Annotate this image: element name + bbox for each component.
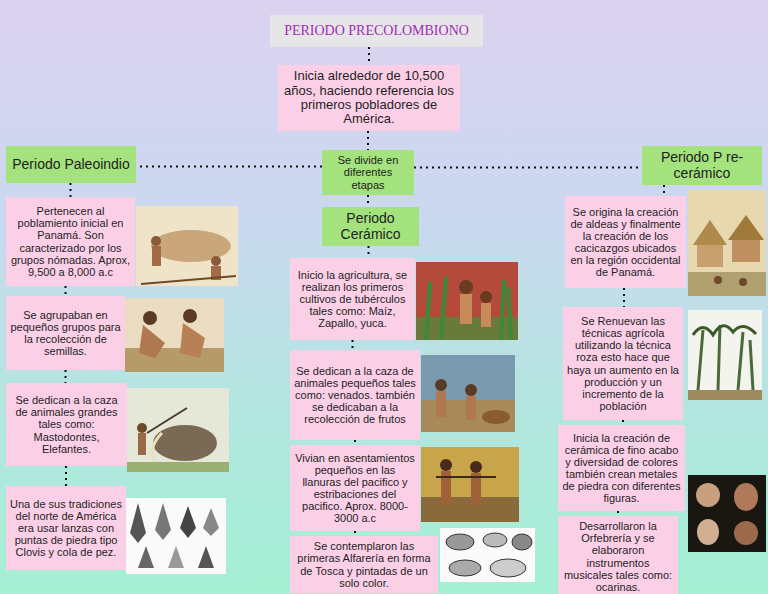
info-box: Se contemplaron las primeras Alfarería e… xyxy=(290,536,438,593)
info-box: Vivian en asentamientos pequeños en las … xyxy=(290,445,420,531)
box-text: Periodo P re-cerámico xyxy=(646,150,758,181)
box-text: Se dedican a la caza de animales grandes… xyxy=(10,394,123,454)
dotted-connector xyxy=(65,370,67,383)
info-box: Se dedican a la caza de animales grandes… xyxy=(6,383,127,466)
dotted-connector xyxy=(367,195,369,207)
divider-box: Se divide en diferentes etapas xyxy=(322,150,414,195)
info-box: Se origina la creación de aldeas y final… xyxy=(565,196,686,288)
slash-burn-illustration xyxy=(688,310,762,400)
box-text: Desarrollaron la Orfebrería y se elabora… xyxy=(562,520,674,593)
dotted-connector xyxy=(368,47,370,65)
period-box: Periodo Paleoindio xyxy=(6,146,136,183)
agriculture-illustration xyxy=(416,262,518,340)
box-text: Se Renuevan las técnicas agrícola utiliz… xyxy=(567,315,679,412)
info-box: Se dedican a la caza de animales pequeño… xyxy=(290,350,420,440)
box-text: Una de sus tradiciones del norte de Amér… xyxy=(10,498,122,558)
camp-illustration xyxy=(136,206,238,286)
info-box: Inicia la creación de cerámica de fino a… xyxy=(558,425,685,511)
box-text: Se contemplaron las primeras Alfarería e… xyxy=(294,540,434,588)
box-text: Inicio la agricultura, se realizan los p… xyxy=(294,269,411,329)
dotted-connector xyxy=(368,246,370,258)
intro-box: Inicia alrededor de 10,500 años, haciend… xyxy=(278,65,460,131)
box-text: Periodo Cerámico xyxy=(326,211,415,242)
box-text: Inicia alrededor de 10,500 años, haciend… xyxy=(284,69,454,126)
ceramic-figures-illustration xyxy=(688,475,766,552)
dotted-connector xyxy=(65,466,67,486)
info-box: Inicio la agricultura, se realizan los p… xyxy=(290,258,415,340)
box-text: Inicia la creación de cerámica de fino a… xyxy=(562,432,681,505)
info-box: Una de sus tradiciones del norte de Amér… xyxy=(6,486,126,570)
info-box: Se agrupaban en pequeños grupos para la … xyxy=(6,296,125,370)
pottery-illustration xyxy=(440,528,535,582)
box-text: Se dedican a la caza de animales pequeño… xyxy=(294,365,416,425)
box-text: PERIODO PRECOLOMBIONO xyxy=(284,23,469,39)
info-box: Pertenecen al poblamiento inicial en Pan… xyxy=(6,197,135,286)
box-text: Se origina la creación de aldeas y final… xyxy=(569,206,682,279)
box-text: Se divide en diferentes etapas xyxy=(326,154,410,190)
box-text: Vivian en asentamientos pequeños en las … xyxy=(294,452,416,525)
hunt-illustration xyxy=(127,388,229,472)
info-box: Se Renuevan las técnicas agrícola utiliz… xyxy=(563,307,683,420)
box-text: Se agrupaban en pequeños grupos para la … xyxy=(10,309,121,357)
small-game-illustration xyxy=(421,355,515,432)
box-text: Periodo Paleoindio xyxy=(12,157,130,172)
dotted-connector xyxy=(414,167,642,169)
settlement-illustration xyxy=(421,447,519,522)
info-box: Desarrollaron la Orfebrería y se elabora… xyxy=(558,516,678,594)
spearpoints-illustration xyxy=(126,498,226,574)
dotted-connector xyxy=(65,286,67,296)
dotted-connector xyxy=(70,183,72,197)
gatherers-illustration xyxy=(125,298,224,372)
village-illustration xyxy=(688,190,766,296)
period-box: Periodo Cerámico xyxy=(322,207,419,246)
dotted-connector xyxy=(136,166,322,168)
dotted-connector xyxy=(623,288,625,307)
title-box: PERIODO PRECOLOMBIONO xyxy=(270,15,483,47)
dotted-connector xyxy=(663,185,665,196)
period-box: Periodo P re-cerámico xyxy=(642,146,762,185)
dotted-connector xyxy=(352,340,354,350)
dotted-connector xyxy=(367,131,369,150)
box-text: Pertenecen al poblamiento inicial en Pan… xyxy=(10,205,131,278)
